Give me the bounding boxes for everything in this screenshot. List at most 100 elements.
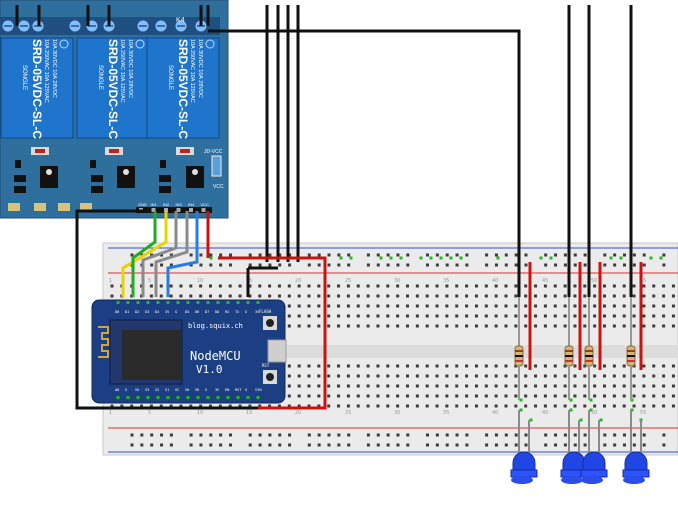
breadboard-hole[interactable] [228, 284, 232, 288]
breadboard-hole[interactable] [484, 364, 488, 368]
breadboard-hole[interactable] [632, 294, 636, 298]
breadboard-hole[interactable] [632, 404, 636, 408]
breadboard-hole[interactable] [130, 404, 134, 408]
breadboard-hole[interactable] [376, 294, 380, 298]
breadboard-hole[interactable] [593, 324, 597, 328]
breadboard-hole[interactable] [238, 294, 242, 298]
breadboard-hole[interactable] [415, 324, 419, 328]
rail-hole[interactable] [327, 263, 331, 267]
breadboard-hole[interactable] [179, 294, 183, 298]
breadboard-hole[interactable] [622, 394, 626, 398]
breadboard-hole[interactable] [652, 324, 656, 328]
breadboard-hole[interactable] [583, 304, 587, 308]
breadboard-hole[interactable] [415, 374, 419, 378]
breadboard-hole[interactable] [307, 314, 311, 318]
breadboard-hole[interactable] [297, 314, 301, 318]
breadboard-hole[interactable] [366, 384, 370, 388]
breadboard-hole[interactable] [366, 284, 370, 288]
breadboard-hole[interactable] [671, 374, 675, 378]
rail-hole[interactable] [278, 443, 282, 447]
breadboard-hole[interactable] [307, 324, 311, 328]
breadboard-hole[interactable] [356, 294, 360, 298]
breadboard-hole[interactable] [543, 314, 547, 318]
rail-hole[interactable] [347, 433, 351, 437]
breadboard-hole[interactable] [494, 294, 498, 298]
breadboard-hole[interactable] [455, 374, 459, 378]
breadboard-hole[interactable] [612, 284, 616, 288]
breadboard-hole[interactable] [425, 324, 429, 328]
breadboard-hole[interactable] [159, 294, 163, 298]
rail-hole[interactable] [189, 433, 193, 437]
breadboard-hole[interactable] [573, 294, 577, 298]
breadboard-hole[interactable] [435, 324, 439, 328]
reset-button-cap[interactable] [266, 373, 274, 381]
rail-hole[interactable] [554, 443, 558, 447]
rail-hole[interactable] [445, 253, 449, 257]
rail-hole[interactable] [583, 263, 587, 267]
breadboard-hole[interactable] [396, 394, 400, 398]
rail-hole[interactable] [386, 443, 390, 447]
breadboard-hole[interactable] [553, 304, 557, 308]
breadboard-hole[interactable] [415, 394, 419, 398]
breadboard-hole[interactable] [376, 304, 380, 308]
breadboard-hole[interactable] [573, 394, 577, 398]
breadboard-hole[interactable] [110, 294, 114, 298]
breadboard-hole[interactable] [642, 314, 646, 318]
rail-hole[interactable] [632, 263, 636, 267]
rail-hole[interactable] [169, 443, 173, 447]
breadboard-hole[interactable] [583, 294, 587, 298]
breadboard-hole[interactable] [465, 284, 469, 288]
breadboard-hole[interactable] [317, 404, 321, 408]
breadboard-hole[interactable] [386, 384, 390, 388]
breadboard-hole[interactable] [317, 284, 321, 288]
breadboard-hole[interactable] [376, 314, 380, 318]
rail-hole[interactable] [366, 253, 370, 257]
breadboard-hole[interactable] [317, 394, 321, 398]
rail-hole[interactable] [150, 443, 154, 447]
rail-hole[interactable] [219, 253, 223, 257]
breadboard-hole[interactable] [337, 304, 341, 308]
breadboard-hole[interactable] [504, 374, 508, 378]
breadboard-hole[interactable] [474, 294, 478, 298]
rail-hole[interactable] [494, 443, 498, 447]
breadboard-hole[interactable] [415, 294, 419, 298]
rail-hole[interactable] [445, 433, 449, 437]
breadboard-hole[interactable] [337, 294, 341, 298]
rail-hole[interactable] [406, 253, 410, 257]
breadboard-hole[interactable] [317, 294, 321, 298]
rail-hole[interactable] [317, 253, 321, 257]
breadboard-hole[interactable] [671, 314, 675, 318]
breadboard-hole[interactable] [258, 284, 262, 288]
breadboard-hole[interactable] [652, 374, 656, 378]
rail-hole[interactable] [514, 433, 518, 437]
rail-hole[interactable] [229, 443, 232, 447]
breadboard-hole[interactable] [543, 304, 547, 308]
breadboard-hole[interactable] [543, 294, 547, 298]
breadboard-hole[interactable] [248, 284, 252, 288]
breadboard-hole[interactable] [337, 374, 341, 378]
breadboard-hole[interactable] [612, 384, 616, 388]
rail-hole[interactable] [258, 443, 262, 447]
rail-hole[interactable] [140, 433, 144, 437]
breadboard-hole[interactable] [652, 304, 656, 308]
breadboard-hole[interactable] [652, 384, 656, 388]
breadboard-hole[interactable] [386, 374, 390, 378]
rail-hole[interactable] [494, 433, 498, 437]
breadboard-hole[interactable] [524, 384, 528, 388]
breadboard-hole[interactable] [287, 294, 291, 298]
rail-hole[interactable] [278, 433, 282, 437]
breadboard-hole[interactable] [386, 324, 390, 328]
rail-hole[interactable] [603, 443, 607, 447]
breadboard-hole[interactable] [268, 284, 272, 288]
breadboard-hole[interactable] [179, 284, 183, 288]
breadboard-hole[interactable] [317, 364, 321, 368]
breadboard-hole[interactable] [642, 304, 646, 308]
breadboard-hole[interactable] [612, 404, 616, 408]
breadboard-hole[interactable] [149, 404, 153, 408]
breadboard-hole[interactable] [603, 374, 606, 378]
breadboard-hole[interactable] [346, 394, 350, 398]
breadboard-hole[interactable] [386, 284, 390, 288]
breadboard-hole[interactable] [612, 374, 616, 378]
rail-hole[interactable] [366, 443, 370, 447]
rail-hole[interactable] [554, 253, 558, 257]
